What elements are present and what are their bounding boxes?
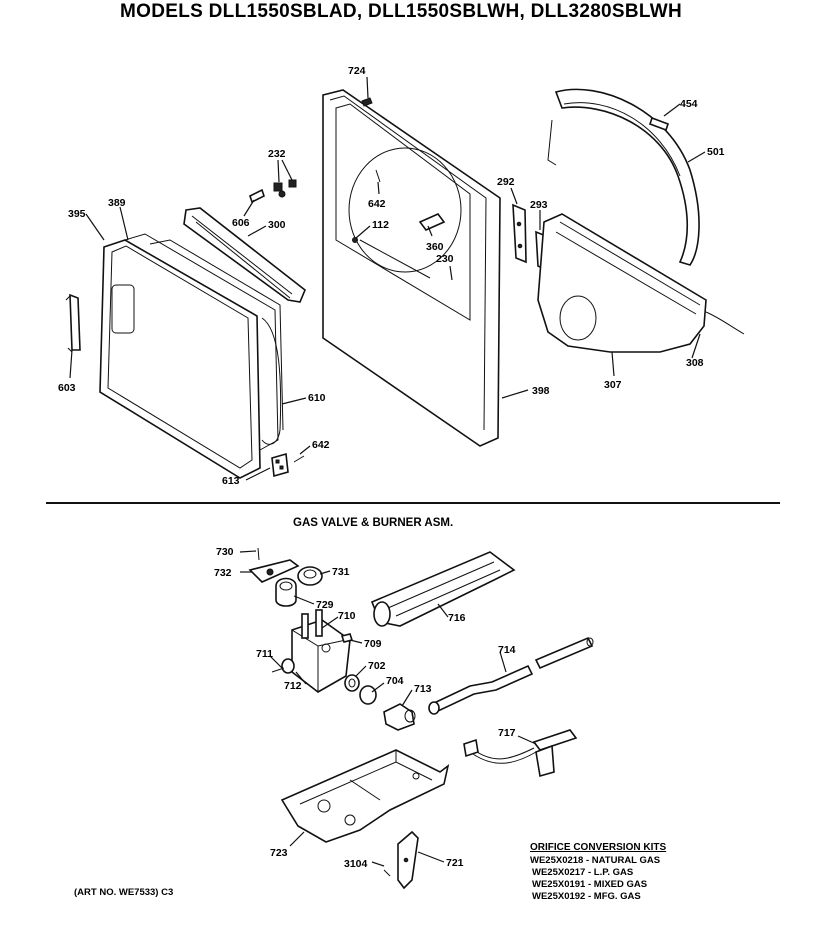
label-389: 389 bbox=[108, 197, 126, 209]
label-232: 232 bbox=[268, 148, 286, 160]
label-613: 613 bbox=[222, 475, 240, 487]
part-709-screw bbox=[340, 633, 354, 643]
section-title: GAS VALVE & BURNER ASM. bbox=[293, 517, 453, 529]
part-307-duct-housing bbox=[537, 213, 707, 353]
label-730: 730 bbox=[216, 546, 234, 558]
label-709: 709 bbox=[364, 638, 382, 650]
label-308: 308 bbox=[686, 357, 704, 369]
part-716-burner bbox=[370, 551, 516, 627]
label-717: 717 bbox=[498, 727, 516, 739]
orifice-kits-legend: ORIFICE CONVERSION KITS WE25X0218 - NATU… bbox=[530, 842, 666, 902]
part-704-nipple bbox=[359, 685, 377, 705]
part-732-coil-bracket bbox=[248, 559, 300, 583]
label-721: 721 bbox=[446, 857, 464, 869]
part-711-fitting bbox=[271, 658, 295, 674]
label-731: 731 bbox=[332, 566, 350, 578]
label-704: 704 bbox=[386, 675, 404, 687]
housing-port bbox=[559, 295, 597, 341]
part-603-door-handle bbox=[65, 293, 81, 353]
part-308-felt-seal bbox=[705, 311, 745, 335]
part-606-screw bbox=[249, 188, 265, 204]
label-454: 454 bbox=[680, 98, 698, 110]
orifice-kit-item: WE25X0192 - MFG. GAS bbox=[532, 891, 641, 902]
label-292: 292 bbox=[497, 176, 515, 188]
part-610-door-seal bbox=[261, 317, 282, 445]
label-360: 360 bbox=[426, 241, 444, 253]
label-713: 713 bbox=[414, 683, 432, 695]
part-642-screw bbox=[375, 169, 381, 183]
part-613-hinge bbox=[271, 452, 289, 478]
label-642-upper: 642 bbox=[368, 198, 386, 210]
part-395-door-panel bbox=[99, 239, 261, 479]
part-721-bracket bbox=[397, 830, 419, 890]
art-number: (ART NO. WE7533) C3 bbox=[74, 887, 173, 898]
orifice-kits-title: ORIFICE CONVERSION KITS bbox=[530, 842, 666, 853]
part-232-hinge-pins bbox=[273, 179, 297, 198]
part-3104-screw bbox=[383, 869, 391, 877]
label-729: 729 bbox=[316, 599, 334, 611]
upper-leader-lines bbox=[69, 76, 706, 481]
orifice-kit-item: WE25X0218 - NATURAL GAS bbox=[530, 855, 660, 866]
door-handle-recess bbox=[111, 284, 135, 334]
label-3104: 3104 bbox=[344, 858, 368, 870]
label-395: 395 bbox=[68, 208, 86, 220]
label-610: 610 bbox=[308, 392, 326, 404]
door-opening bbox=[348, 147, 462, 273]
label-702: 702 bbox=[368, 660, 386, 672]
part-112-fastener bbox=[352, 237, 358, 243]
orifice-kit-item: WE25X0217 - L.P. GAS bbox=[532, 867, 633, 878]
label-603: 603 bbox=[58, 382, 76, 394]
part-717-igniter bbox=[463, 729, 578, 778]
label-716: 716 bbox=[448, 612, 466, 624]
part-501-front-bulkhead bbox=[547, 88, 700, 266]
part-398-front-panel bbox=[322, 89, 501, 447]
part-300-lint-duct bbox=[183, 207, 306, 303]
label-293: 293 bbox=[530, 199, 548, 211]
models-title: MODELS DLL1550SBLAD, DLL1550SBLWH, DLL32… bbox=[120, 1, 682, 22]
label-112: 112 bbox=[372, 219, 389, 231]
part-292-bracket bbox=[512, 203, 527, 264]
label-714: 714 bbox=[498, 644, 516, 656]
orifice-kit-item: WE25X0191 - MIXED GAS bbox=[532, 879, 647, 890]
label-712: 712 bbox=[284, 680, 302, 692]
label-300: 300 bbox=[268, 219, 286, 231]
label-642-lower: 642 bbox=[312, 439, 330, 451]
label-723: 723 bbox=[270, 847, 288, 859]
part-729-coil bbox=[275, 577, 297, 607]
part-454-pad bbox=[648, 116, 670, 132]
part-642-screw-lower bbox=[293, 455, 305, 463]
part-731-coil bbox=[297, 566, 323, 586]
part-702-fitting bbox=[344, 674, 360, 692]
label-710: 710 bbox=[338, 610, 356, 622]
label-724: 724 bbox=[348, 65, 366, 77]
part-723-burner-bracket bbox=[280, 749, 450, 843]
label-606: 606 bbox=[232, 217, 250, 229]
part-724-clip bbox=[361, 97, 373, 107]
part-360-door-switch bbox=[418, 213, 446, 231]
part-714-burner-tube bbox=[428, 636, 594, 715]
part-730-screw bbox=[257, 547, 260, 561]
label-501: 501 bbox=[707, 146, 725, 158]
label-711: 711 bbox=[256, 648, 273, 660]
part-713-elbow bbox=[383, 703, 416, 731]
label-307: 307 bbox=[604, 379, 622, 391]
label-732: 732 bbox=[214, 567, 232, 579]
lower-leader-lines bbox=[239, 550, 537, 867]
label-398: 398 bbox=[532, 385, 550, 397]
label-230: 230 bbox=[436, 253, 454, 265]
